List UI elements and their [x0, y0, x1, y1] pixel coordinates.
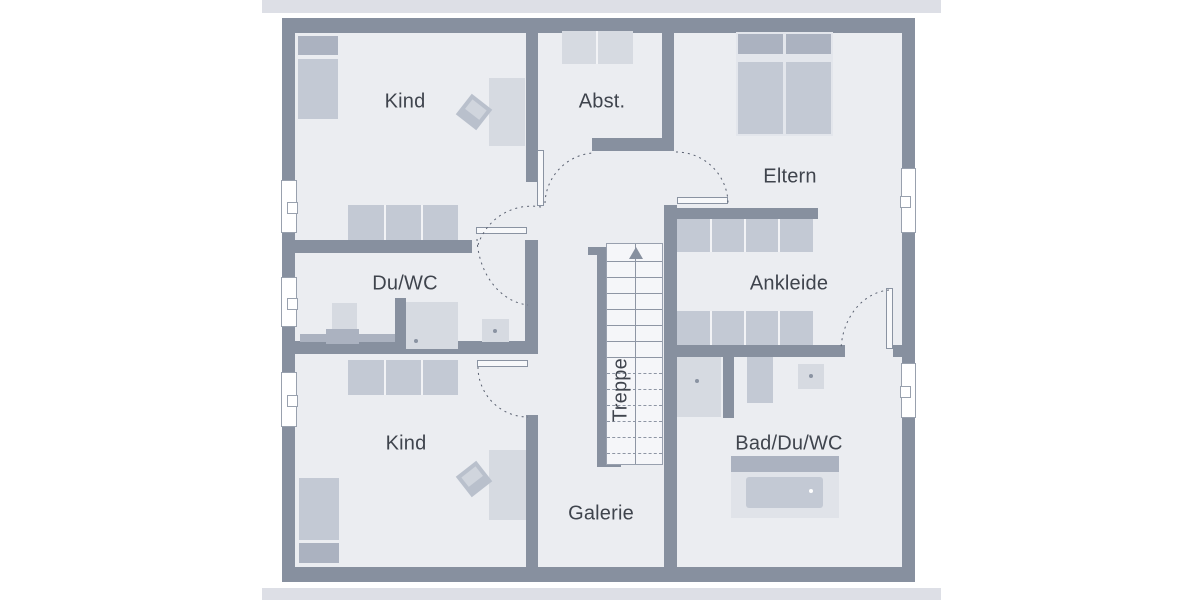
wall-shower-partition-duwc: [395, 298, 406, 350]
bathtub: [731, 456, 839, 518]
window-right-2: [900, 363, 916, 418]
toilet: [798, 364, 824, 389]
wall-stair-stub-top: [588, 247, 598, 255]
double-bed: [736, 32, 833, 136]
desk: [489, 450, 526, 520]
bench: [300, 334, 395, 342]
window-handle-icon: [287, 298, 298, 310]
room-label-kind-bottom: Kind: [385, 432, 427, 455]
room-label-duwc: Du/WC: [372, 272, 438, 295]
door-leaf-eltern: [677, 197, 728, 204]
room-label-galerie: Galerie: [568, 502, 634, 525]
window-handle-icon: [900, 386, 911, 398]
desk: [489, 78, 525, 146]
room-label-ankleide: Ankleide: [749, 272, 829, 295]
wall-center-spine: [664, 205, 677, 569]
closet-row: [677, 219, 813, 252]
window-right-1: [900, 168, 916, 233]
bed: [298, 59, 338, 119]
bed: [299, 478, 339, 540]
roof-edge-top: [262, 0, 941, 13]
wall-outer-right: [902, 18, 915, 582]
wall-kind-abst: [526, 31, 538, 182]
toilet: [482, 319, 509, 342]
room-label-abst: Abst.: [578, 90, 626, 113]
wall-bad-top: [677, 345, 845, 357]
closet-row: [677, 311, 813, 345]
stair-divider: [634, 244, 636, 464]
shower: [677, 357, 721, 417]
wardrobe: [348, 360, 458, 395]
wall-kind2-east: [526, 415, 538, 569]
window-left-2: [281, 277, 298, 327]
shower: [406, 302, 458, 349]
wall-ankleide-top: [677, 208, 818, 219]
stair-up-arrow-icon: [629, 247, 643, 259]
room-label-bad-duwc: Bad/Du/WC: [735, 432, 843, 455]
wardrobe: [348, 205, 458, 240]
window-handle-icon: [900, 196, 911, 208]
window-left-1: [281, 180, 298, 233]
window-left-3: [281, 372, 298, 427]
staircase: [606, 243, 663, 465]
door-leaf-kind-bottom: [477, 360, 528, 367]
wall-outer-bottom: [282, 567, 915, 582]
wall-shower-partition-bad: [723, 350, 734, 418]
door-leaf-ankleide: [886, 288, 893, 349]
wall-abst-bottom: [592, 138, 674, 151]
bed-pillow: [298, 36, 338, 55]
window-handle-icon: [287, 202, 298, 214]
wall-stair-west: [597, 247, 607, 467]
wall-outer-top: [282, 18, 915, 33]
window-handle-icon: [287, 395, 298, 407]
door-leaf-kind-top: [537, 150, 544, 206]
wall-abst-eltern: [662, 31, 674, 151]
wall-duwc-east: [525, 240, 538, 354]
room-label-kind-top: Kind: [384, 90, 426, 113]
washbasin: [747, 357, 773, 403]
bed-pillow: [299, 543, 339, 563]
wall-duwc-top: [295, 240, 472, 253]
wall-ankleide-door-stub: [893, 345, 903, 357]
room-label-treppe: Treppe: [609, 358, 632, 422]
roof-edge-bottom: [262, 588, 941, 600]
room-label-eltern: Eltern: [763, 165, 817, 188]
door-leaf-duwc: [476, 227, 527, 234]
washbasin: [332, 303, 357, 330]
shelf: [562, 31, 633, 64]
